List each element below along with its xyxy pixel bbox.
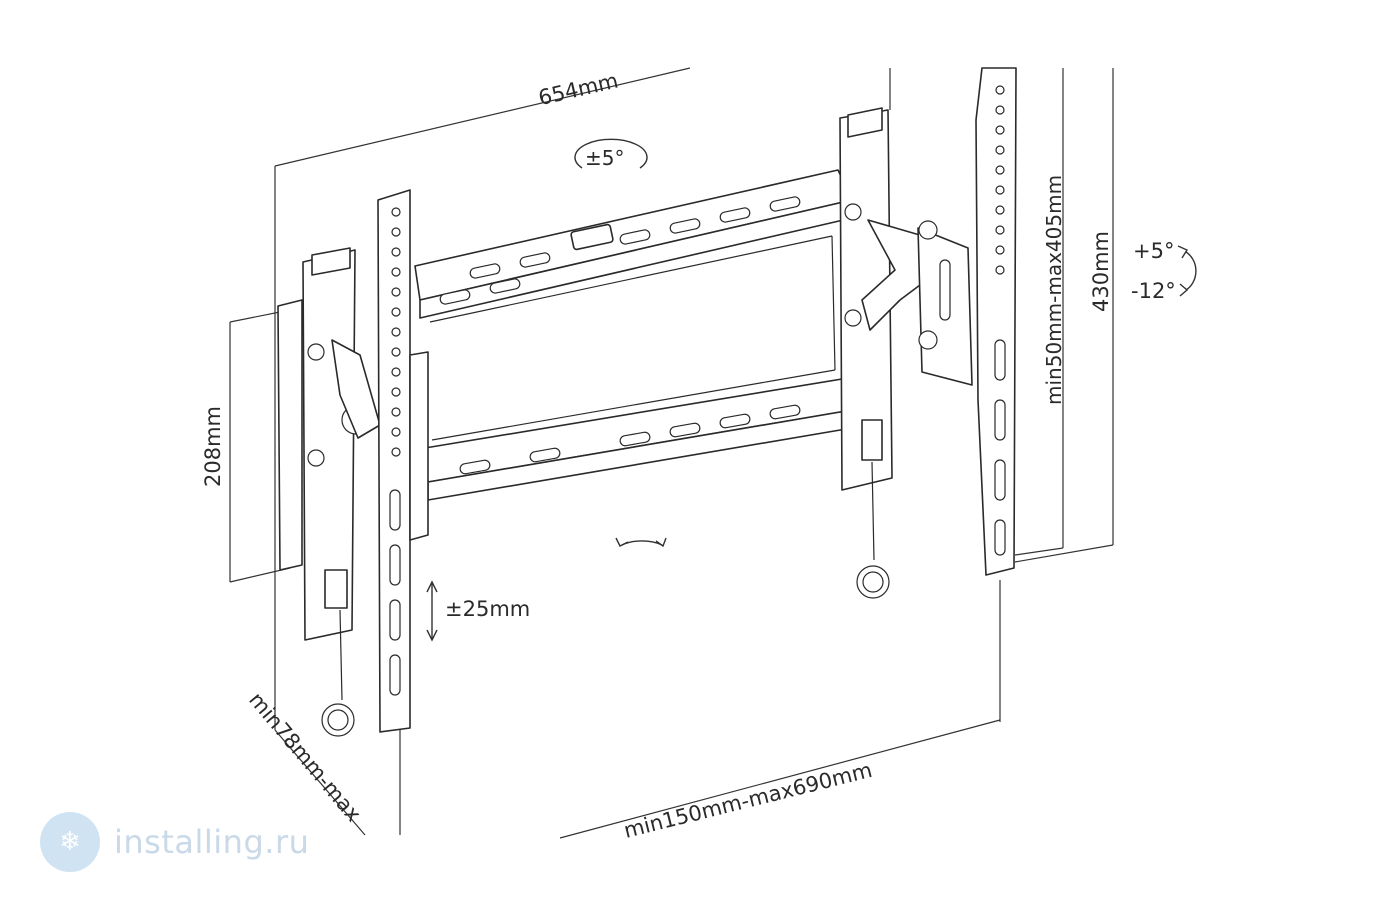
left-bracket-cap [311,247,351,276]
motion-arrows [426,138,1197,642]
right-strap-holes [995,85,1005,275]
left-lock-box [324,569,348,609]
left-strap-holes [391,207,401,457]
dim-line-vesa-h [559,719,1001,839]
level-bubble [570,223,614,251]
frame-inner-right [831,235,836,371]
watermark: ❄ installing.ru [24,806,316,878]
right-bolt-upper [844,203,862,221]
right-bracket-cap [847,107,883,138]
wall-frame [414,169,853,501]
left-tv-arm [277,247,381,737]
label-tilt-up: +5° [1133,239,1174,263]
dim-ext-vesa-bottom [1014,547,1064,556]
label-vertical-adjust: ±25mm [445,597,530,621]
dim-line-depth [274,729,366,836]
right-pull-cord [871,461,875,561]
bottom-rail-slots [459,404,801,475]
label-tilt-down: -12° [1131,279,1176,303]
dimension-lines [229,67,1114,839]
right-bolt-lower [844,309,862,327]
left-bracket-side [277,299,303,571]
right-vesa-strap [975,67,1017,576]
label-width-total: 654mm [536,69,620,111]
right-strap-body [975,67,1017,576]
right-tv-arm [839,107,973,599]
dim-ext-430-bottom [1014,544,1114,563]
frame-inner-top [429,235,833,323]
label-height-430: 430mm [1089,231,1113,312]
label-vesa-vertical: min50mm-max405mm [1042,175,1066,405]
left-bolt-upper [307,343,325,361]
right-side-bolt [918,220,938,240]
top-rail-slots [439,196,801,305]
label-swivel: ±5° [585,146,624,170]
left-tilt-link [331,339,381,439]
dim-line-width [274,67,691,167]
left-bolt-lower [307,449,325,467]
watermark-text: installing.ru [114,823,310,861]
right-lock-box [861,419,883,461]
label-vesa-horizontal: min150mm-max690mm [621,758,874,843]
left-vesa-strap [377,189,429,733]
left-strap-body [377,189,411,733]
left-strap-hook [409,351,429,541]
snowflake-icon: ❄ [40,812,100,872]
frame-inner-bottom [431,369,836,441]
swivel-arrow-icon [574,138,648,169]
label-height-208: 208mm [201,406,225,487]
left-pull-cord [339,609,343,701]
tilt-arrow-icon [1185,251,1197,291]
